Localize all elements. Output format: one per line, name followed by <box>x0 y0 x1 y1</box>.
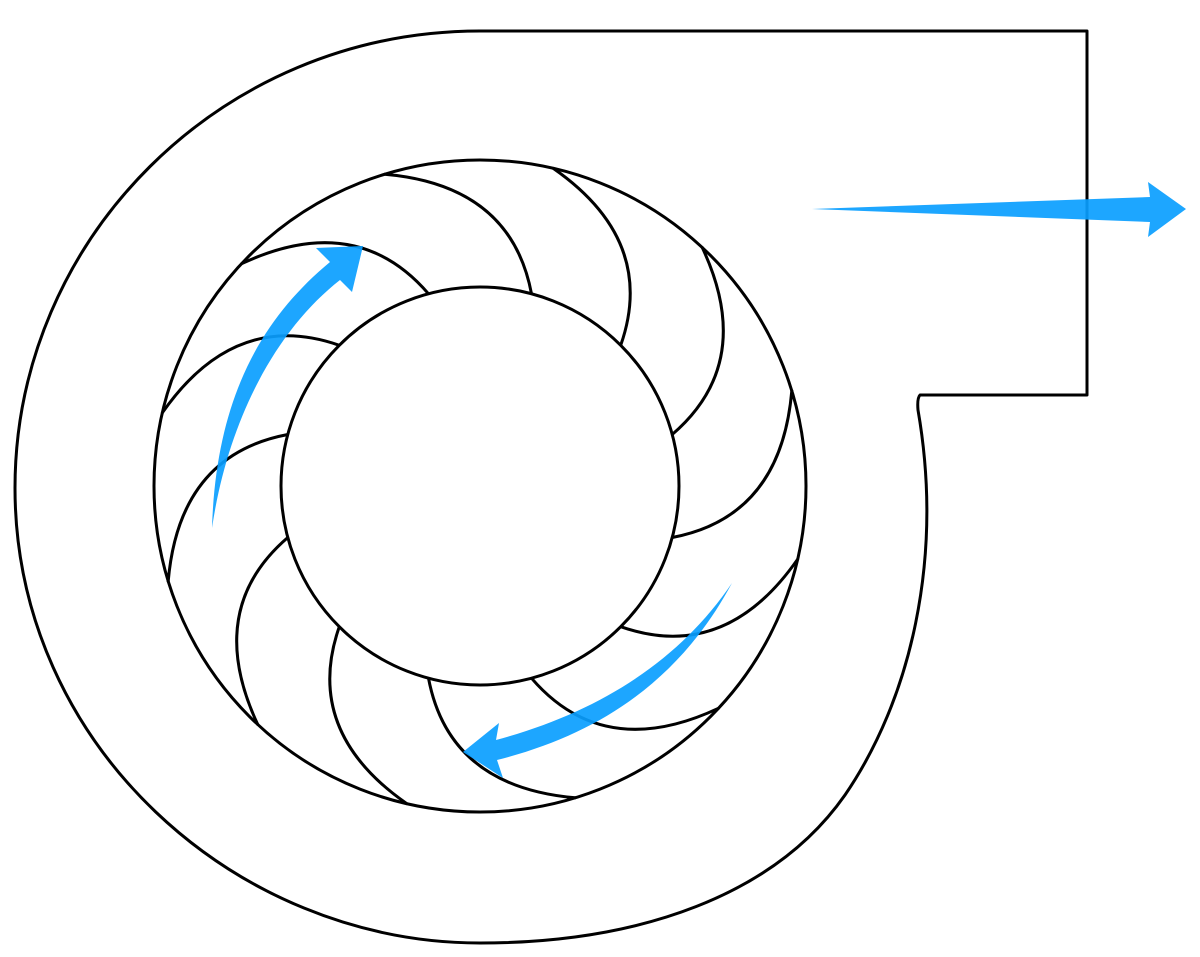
impeller-blade <box>166 433 290 583</box>
impeller-blade <box>670 389 794 539</box>
impeller-blade <box>240 241 430 296</box>
impeller-blade <box>383 172 533 296</box>
impeller-blade <box>328 625 409 806</box>
impeller-blade <box>235 536 290 726</box>
impeller-outer-ring <box>152 158 808 814</box>
impeller-blade <box>530 676 720 731</box>
impeller-blade <box>670 246 725 436</box>
impeller-blade <box>427 676 577 800</box>
flow-arrows <box>212 182 1186 778</box>
outlet-flow-arrow <box>812 182 1186 237</box>
rotation-arrow-upper <box>212 246 363 528</box>
impeller-hub <box>279 285 681 687</box>
impeller-blade <box>619 557 800 638</box>
rotation-arrow-lower <box>463 583 732 778</box>
impeller-blade <box>160 334 341 415</box>
volute-housing <box>13 29 1089 945</box>
impeller-blade <box>551 166 632 347</box>
impeller-blades <box>160 166 800 806</box>
